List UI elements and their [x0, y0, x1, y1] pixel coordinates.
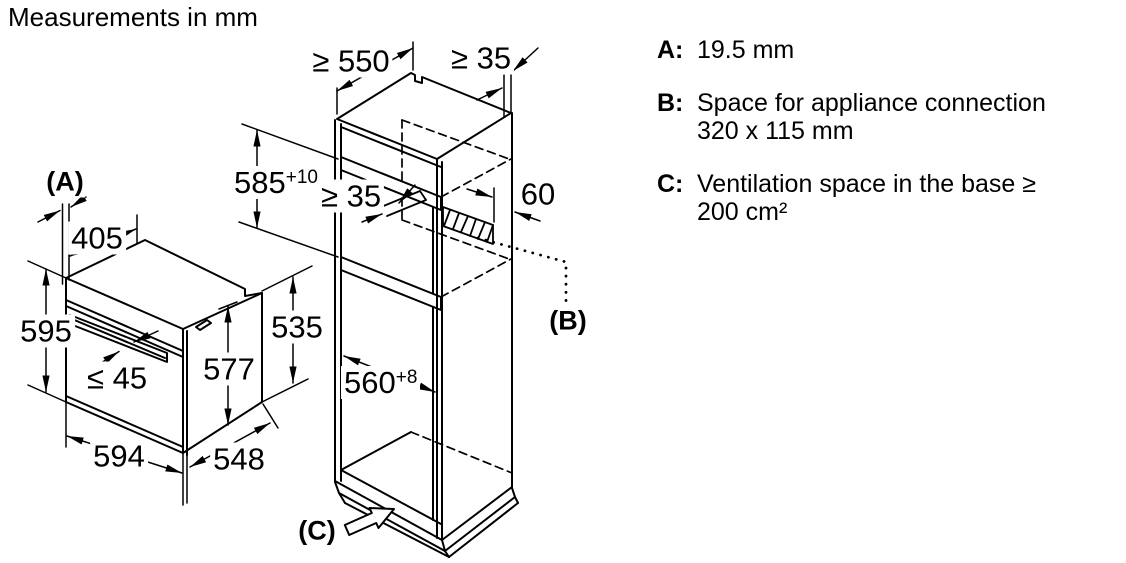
oven-dimension-lines — [27, 194, 313, 506]
legend-text-c-2: 200 cm² — [697, 198, 788, 226]
legend-key-c: C: — [657, 170, 684, 198]
dim-label-min-depth: ≥ 550 — [309, 44, 393, 78]
legend-text-a: 19.5 mm — [697, 36, 795, 64]
dim-label-595: 595 — [17, 314, 75, 348]
niche-height-value: 585 — [234, 165, 286, 200]
oven-outline — [65, 239, 263, 456]
legend-text-c: Ventilation space in the base ≥ — [697, 170, 1036, 198]
dim-label-niche-width: 560+8 — [341, 365, 421, 400]
legend-text-b-2: 320 x 115 mm — [697, 117, 854, 145]
legend-item-c: C: Ventilation space in the base ≥ 200 c… — [657, 170, 1069, 226]
label-a: (A) — [44, 166, 86, 198]
dim-label-535: 535 — [268, 310, 326, 344]
dim-label-niche-height: 585+10 — [231, 166, 321, 199]
legend-key-b: B: — [657, 89, 684, 117]
cabinet-drawing — [334, 72, 568, 558]
legend-text-b: Space for appliance connection — [697, 89, 1046, 117]
legend-item-a: A: 19.5 mm — [657, 36, 1069, 64]
dim-label-594: 594 — [90, 439, 148, 473]
dim-label-548: 548 — [210, 442, 268, 476]
dim-label-shelf-rear-gap: ≥ 35 — [317, 179, 385, 213]
legend-item-b: B: Space for appliance connection 320 x … — [657, 89, 1069, 145]
label-b: (B) — [547, 305, 589, 337]
dim-label-405: 405 — [68, 221, 126, 255]
dim-label-rear-top-gap: ≥ 35 — [447, 41, 515, 75]
niche-height-tolerance: +10 — [285, 167, 318, 188]
legend: A: 19.5 mm B: Space for appliance connec… — [657, 36, 1069, 251]
hatch-connection-area — [442, 206, 494, 245]
niche-width-tolerance: +8 — [395, 367, 418, 388]
dim-label-handle-clearance: ≤ 45 — [83, 361, 151, 395]
cabinet-outline — [334, 72, 519, 558]
page-title: Measurements in mm — [8, 2, 258, 32]
label-c: (C) — [296, 515, 338, 547]
oven-drawing — [65, 239, 263, 456]
ventilation-arrow-icon — [343, 507, 395, 536]
dim-label-577: 577 — [200, 352, 258, 386]
vent-slot — [195, 319, 212, 331]
legend-key-a: A: — [657, 36, 684, 64]
niche-width-value: 560 — [344, 365, 396, 400]
dim-label-connection-offset: 60 — [517, 177, 559, 211]
hidden-edges — [401, 119, 513, 474]
